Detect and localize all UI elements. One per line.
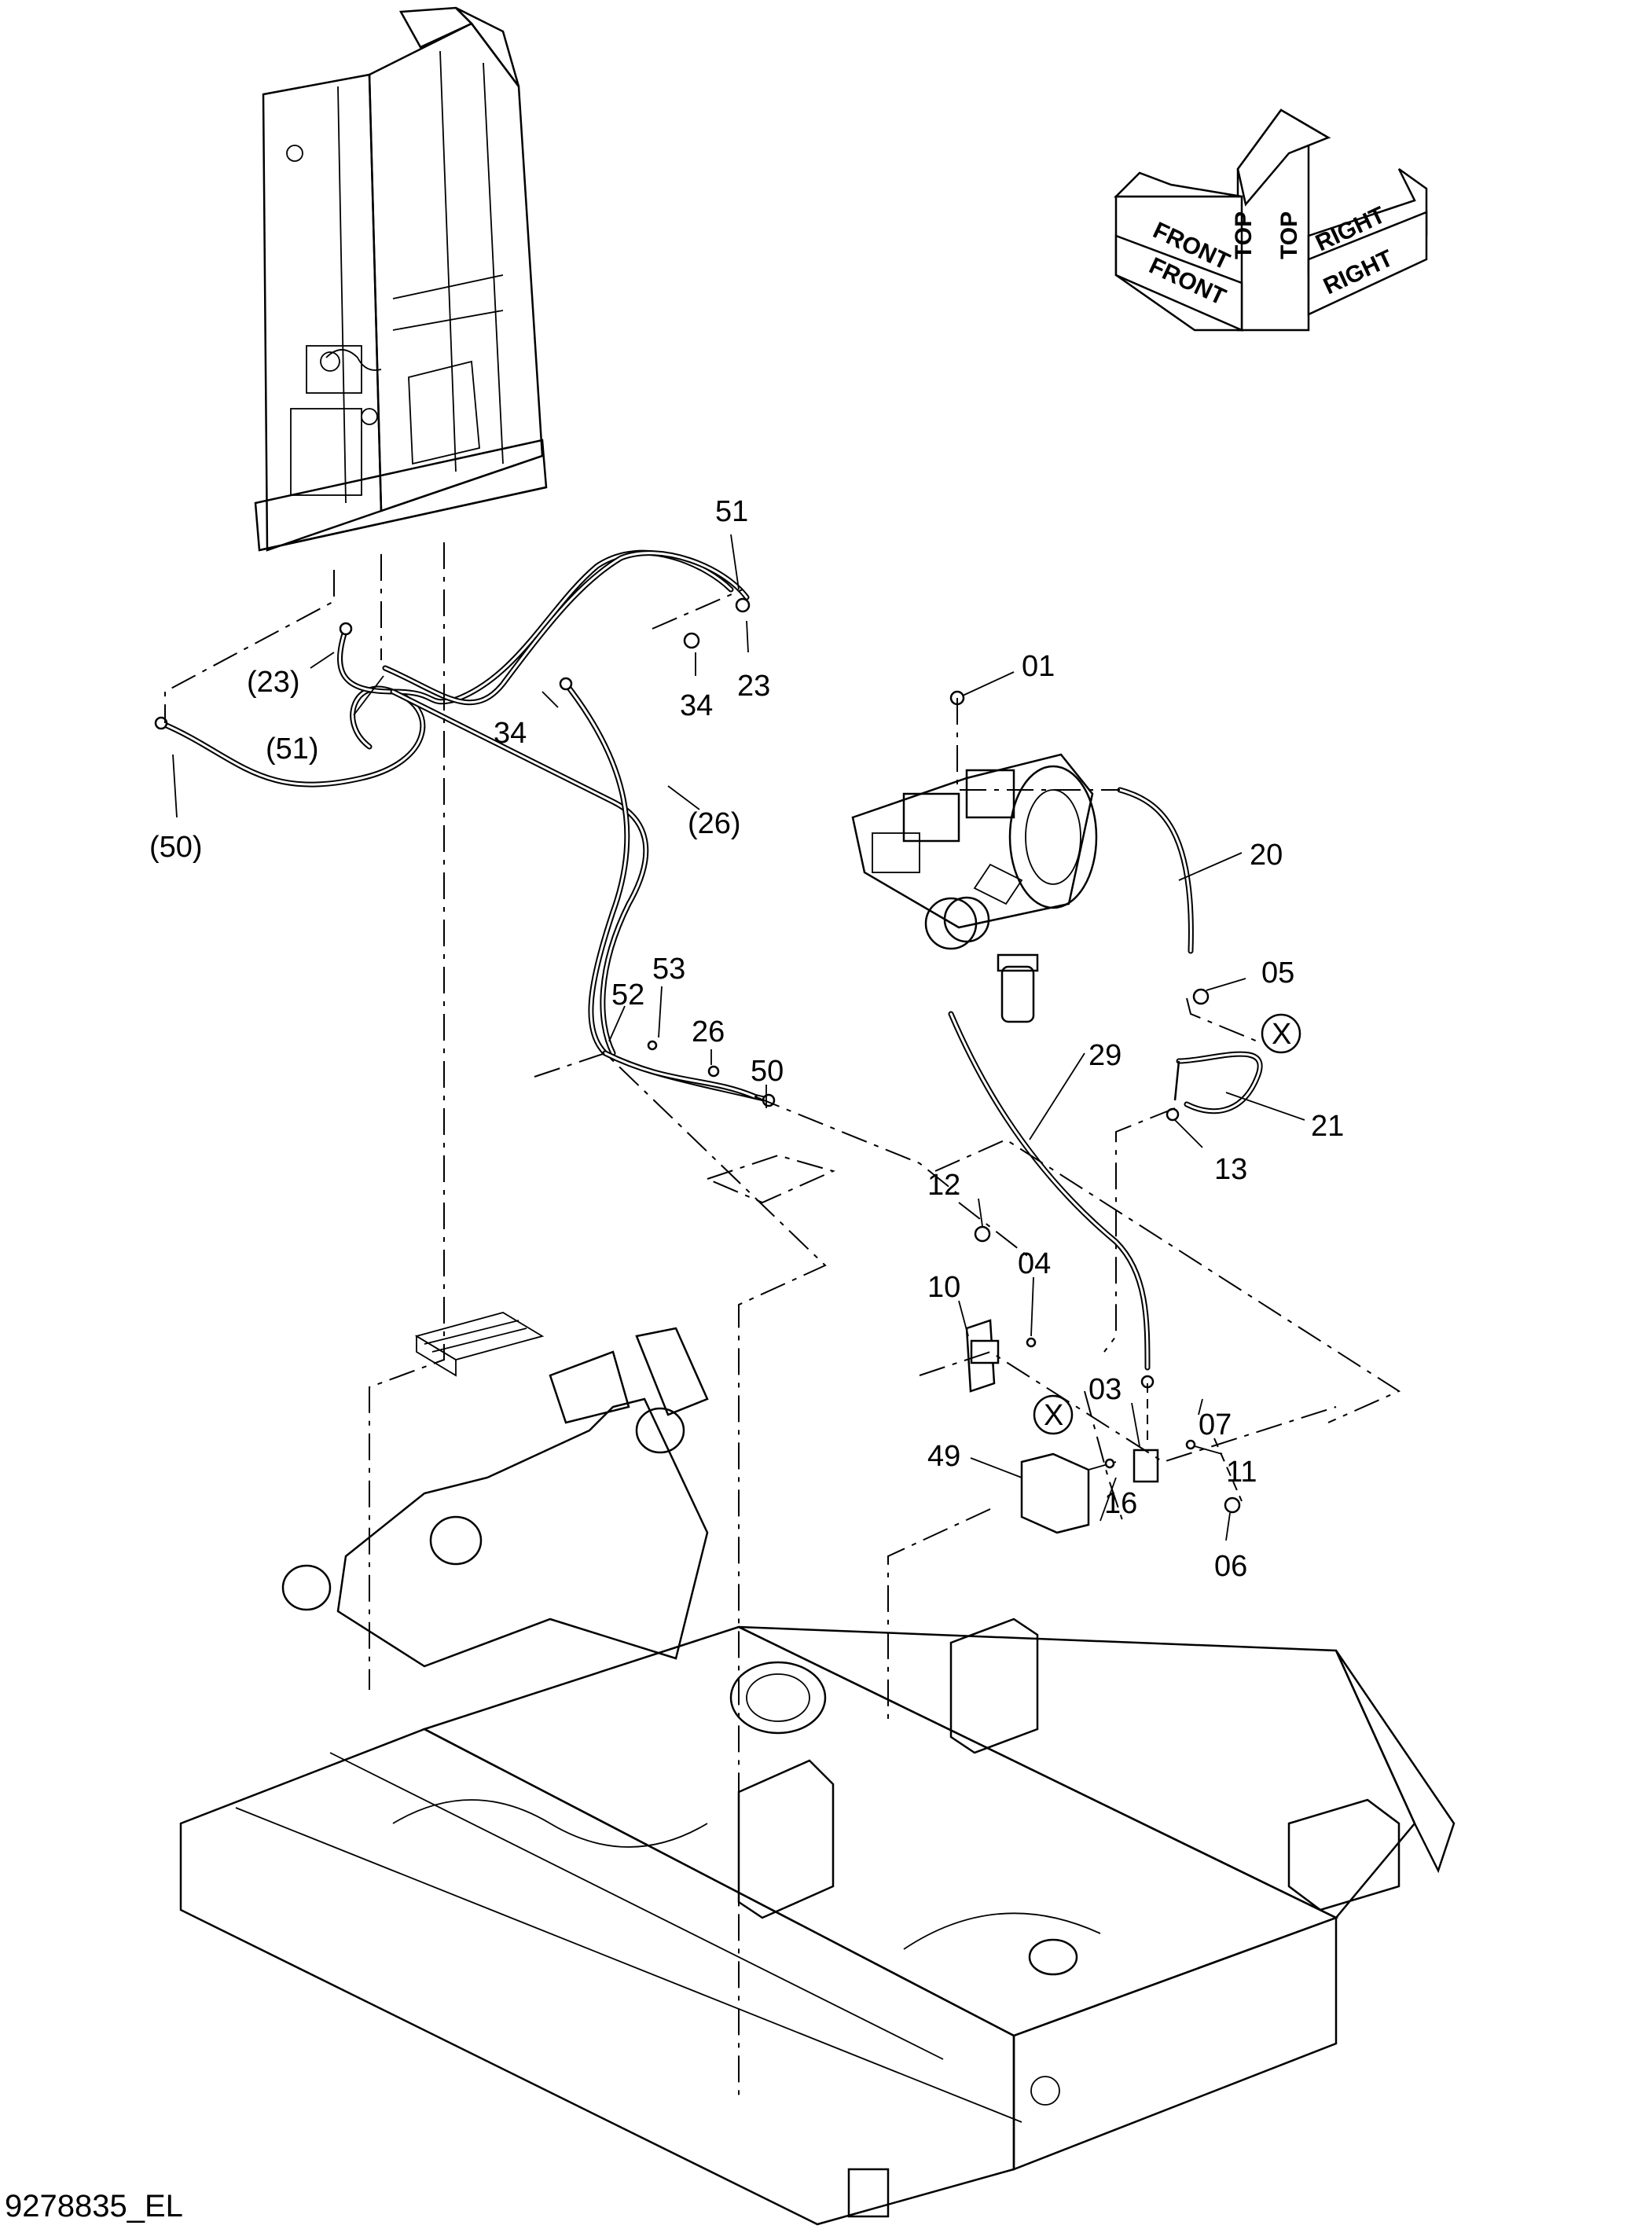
callout-01: 01 <box>1022 650 1055 683</box>
callout-04: 04 <box>1018 1247 1051 1280</box>
callout-51: 51 <box>715 495 748 528</box>
callout-leaders <box>172 534 1305 1541</box>
callout-03: 03 <box>1088 1373 1122 1406</box>
reference-x-circle-1 <box>1261 1013 1301 1054</box>
callout-x-1: X <box>1272 1018 1291 1051</box>
callout-51-ref: (51) <box>266 733 319 766</box>
orientation-top-label-1: TOP <box>1231 211 1257 259</box>
callout-50: 50 <box>751 1055 784 1088</box>
callout-26-ref: (26) <box>688 807 741 840</box>
callout-49: 49 <box>927 1440 960 1473</box>
orientation-arrow-symbol: TOP TOP FRONT FRONT RIGHT RIGHT <box>1113 108 1428 332</box>
callout-29: 29 <box>1088 1039 1122 1072</box>
hose-assembly-upper <box>154 549 776 1107</box>
callout-34-left: 34 <box>494 717 527 750</box>
reference-x-circle-2 <box>1033 1394 1074 1435</box>
orientation-top-label-2: TOP <box>1276 211 1302 259</box>
callout-21: 21 <box>1311 1110 1344 1143</box>
callout-10: 10 <box>927 1271 960 1304</box>
lower-frame-assembly <box>179 1312 1456 2226</box>
callout-52: 52 <box>611 979 644 1012</box>
callout-06: 06 <box>1214 1550 1247 1583</box>
callout-16: 16 <box>1104 1487 1137 1520</box>
callout-13: 13 <box>1214 1153 1247 1186</box>
control-tower-assembly <box>254 6 548 552</box>
assembly-guide-lines <box>164 542 1401 2099</box>
callout-53: 53 <box>652 953 685 986</box>
callout-labels: 51 23 (23) (51) 34 34 (50) (26) 01 20 05… <box>149 495 1344 1583</box>
callout-23: 23 <box>737 670 770 703</box>
hydraulic-pump <box>851 690 1263 1389</box>
callout-50-ref: (50) <box>149 831 203 864</box>
callout-26: 26 <box>692 1015 725 1048</box>
callout-34-right: 34 <box>680 689 713 722</box>
callout-20: 20 <box>1250 839 1283 872</box>
callout-12: 12 <box>927 1169 960 1202</box>
callout-23-ref: (23) <box>247 666 300 699</box>
callout-07: 07 <box>1199 1408 1232 1441</box>
drawing-code: 9278835_EL <box>5 2189 183 2223</box>
valve-and-bracket-parts <box>965 1225 1241 1534</box>
callout-x-2: X <box>1044 1399 1063 1432</box>
callout-05: 05 <box>1261 957 1294 990</box>
callout-11: 11 <box>1226 1456 1257 1489</box>
